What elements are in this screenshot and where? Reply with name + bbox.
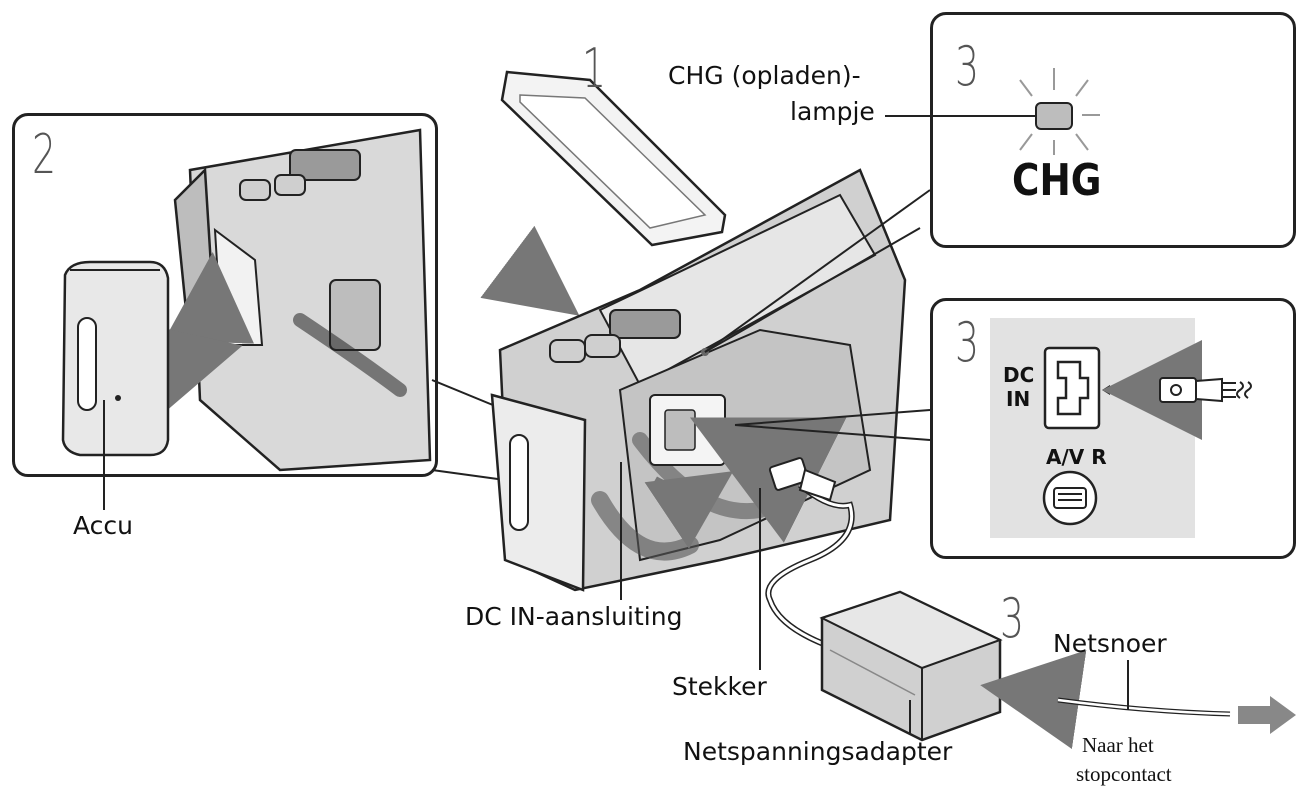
- battery-label: Accu: [73, 511, 133, 540]
- to-outlet-label-line2: stopcontact: [1076, 762, 1172, 786]
- chg-lamp-illustration: [885, 68, 1100, 155]
- to-outlet-label-line1: Naar het: [1082, 733, 1154, 757]
- dcin-port-illustration: [990, 318, 1252, 538]
- step-number-3-chg: 3: [955, 35, 980, 98]
- dc-in-port-label-line1: DC: [1003, 363, 1035, 387]
- dc-in-port-label-line2: IN: [1006, 387, 1031, 411]
- av-r-port-label: A/V R: [1046, 445, 1107, 469]
- battery-panel-illustration: [61, 128, 432, 510]
- chg-panel: [930, 12, 1296, 248]
- plug-label: Stekker: [672, 672, 767, 701]
- ac-adapter-illustration: [765, 457, 1296, 750]
- chg-indicator-text: CHG: [1012, 155, 1102, 206]
- chg-lamp-label-line1: CHG (opladen)-: [668, 61, 861, 90]
- camcorder-illustration: [480, 70, 907, 592]
- chg-lamp-label-line2: lampje: [790, 97, 875, 126]
- step-number-2: 2: [32, 123, 57, 186]
- dc-in-jack-label: DC IN-aansluiting: [465, 602, 683, 631]
- ac-adapter-label: Netspanningsadapter: [683, 737, 953, 766]
- step-number-3-dcin: 3: [955, 311, 980, 374]
- power-cord-label: Netsnoer: [1053, 629, 1167, 658]
- step-number-1: 1: [582, 37, 607, 100]
- step-number-3-adapter: 3: [1000, 587, 1025, 650]
